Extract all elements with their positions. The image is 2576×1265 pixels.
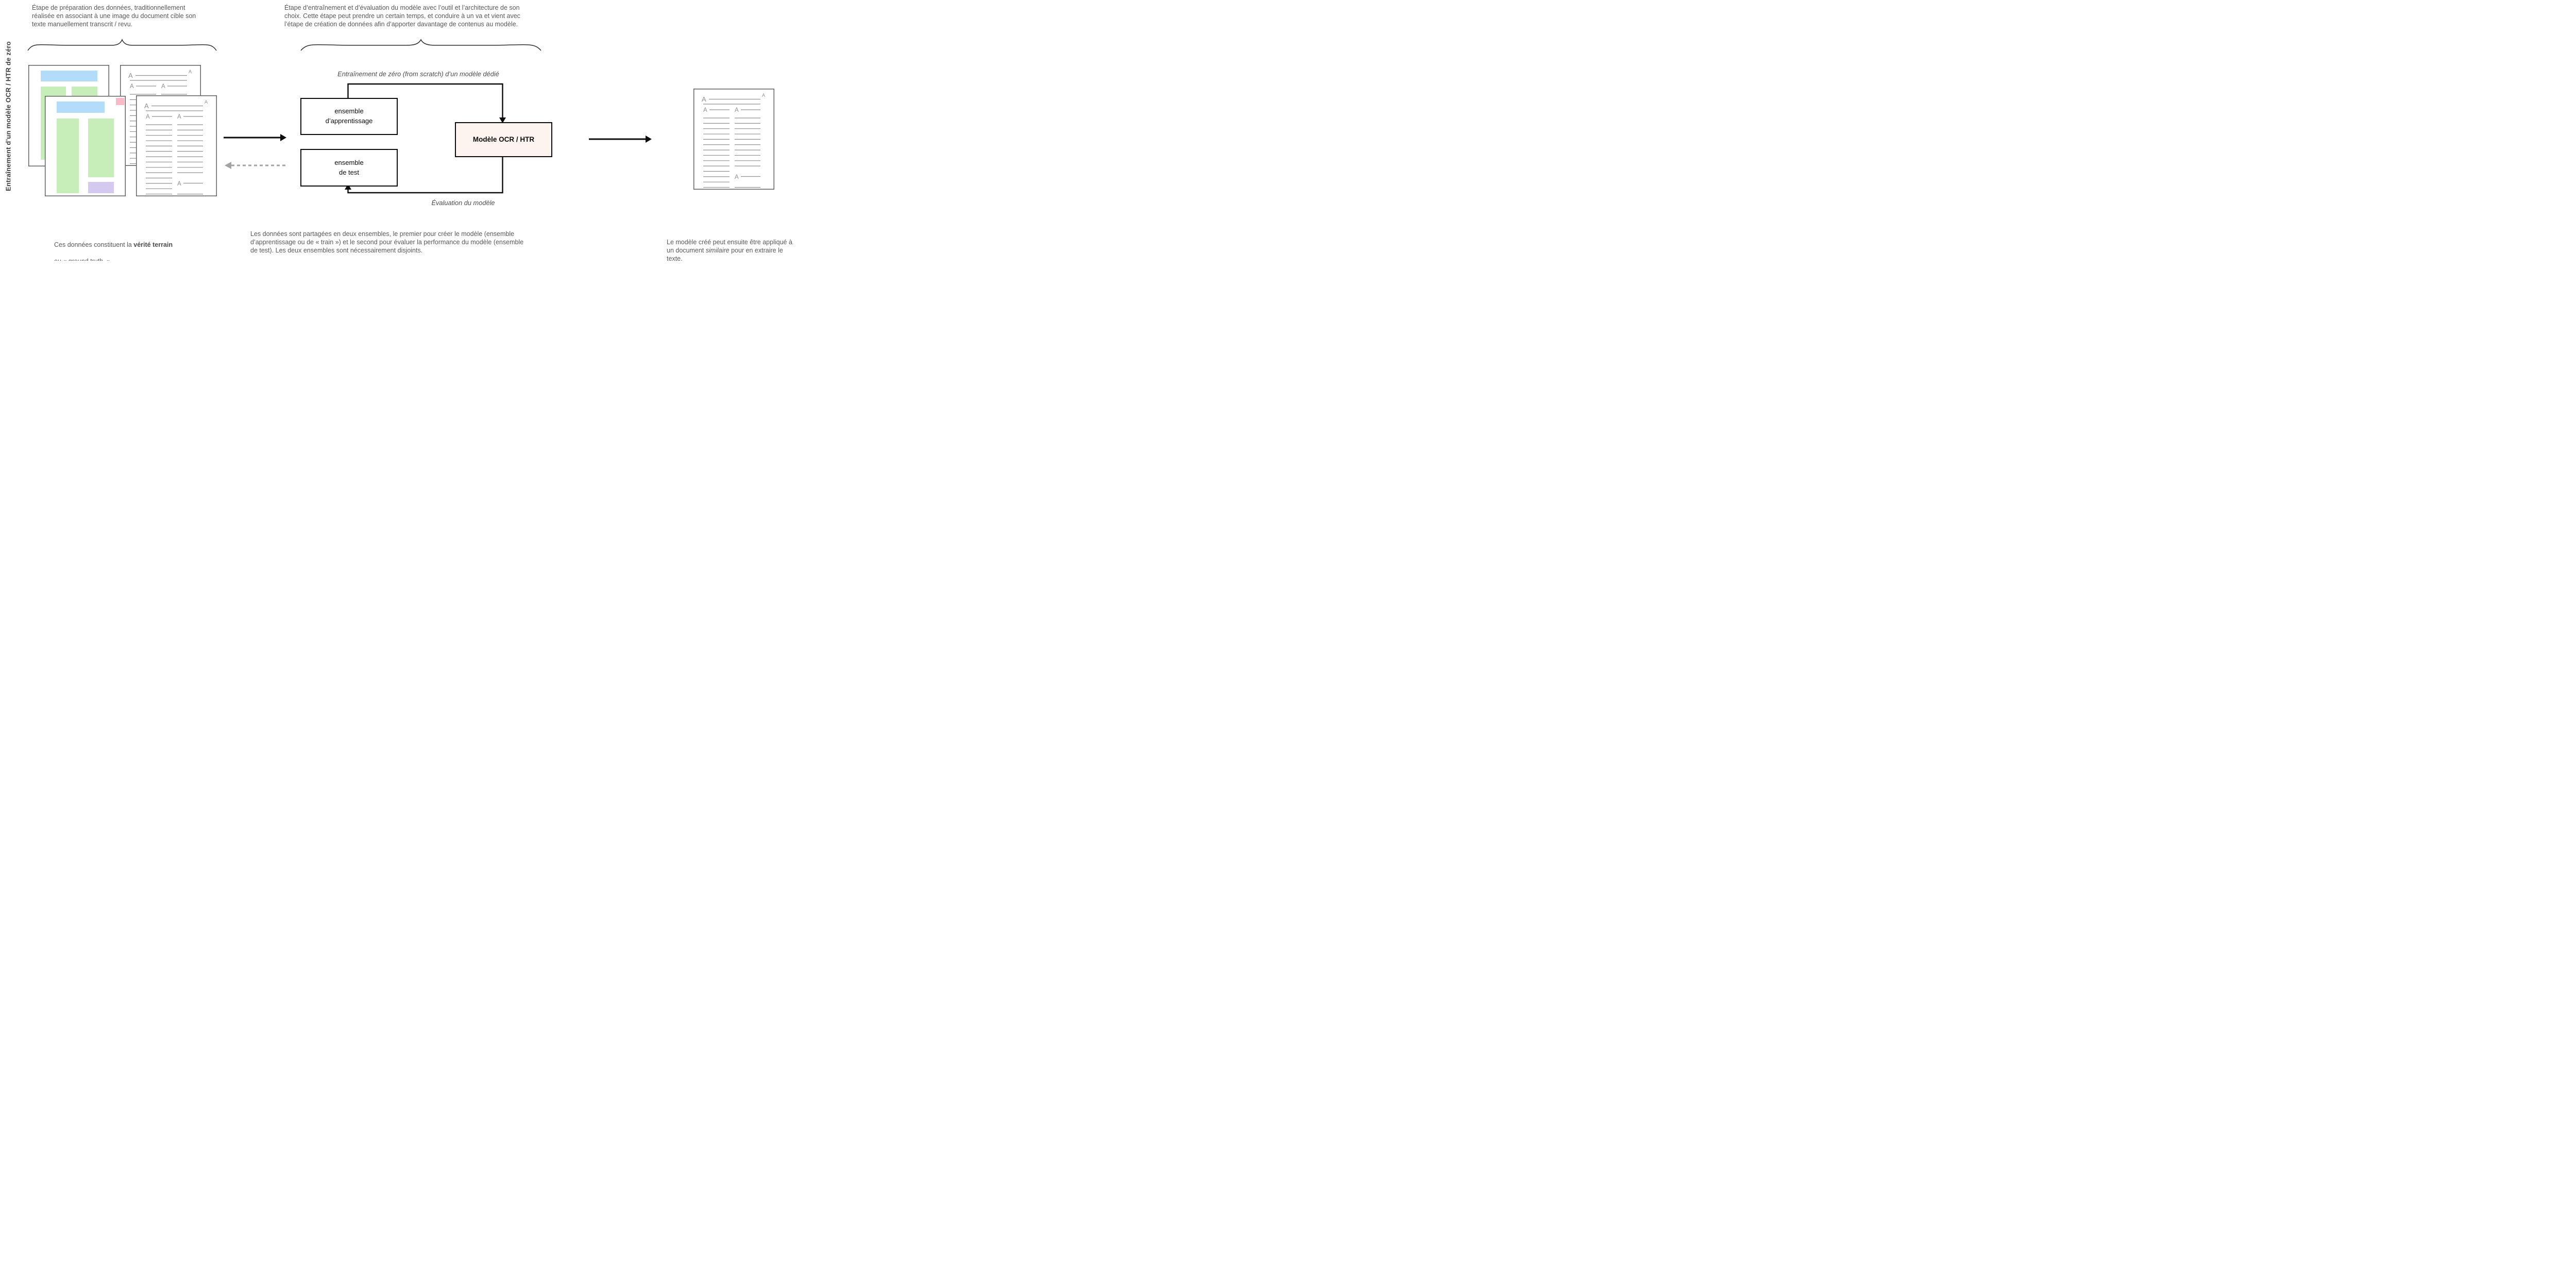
svg-text:A: A xyxy=(128,72,133,79)
svg-text:A: A xyxy=(735,107,739,113)
annotation-ground-truth: Ces données constituent la vérité terrai… xyxy=(54,232,204,261)
svg-text:A: A xyxy=(130,83,134,90)
svg-text:A: A xyxy=(161,83,165,90)
svg-text:A: A xyxy=(205,99,208,105)
train-loop-label: Entraînement de zéro (from scratch) d’un… xyxy=(337,70,499,78)
model-box: Modèle OCR / HTR xyxy=(455,122,552,157)
svg-text:A: A xyxy=(735,174,739,180)
svg-text:A: A xyxy=(702,95,706,103)
document-thumbnail-layout-front-icon xyxy=(45,96,126,196)
svg-text:A: A xyxy=(144,102,149,110)
arrow-right-head-icon xyxy=(280,134,286,141)
arrow-right-head-icon xyxy=(646,136,652,143)
annotation-training-step: Étape d’entraînement et d’évaluation du … xyxy=(284,4,520,28)
svg-text:A: A xyxy=(189,69,192,74)
ground-truth-pre: Ces données constituent la xyxy=(54,241,134,248)
model-box-label: Modèle OCR / HTR xyxy=(472,136,535,144)
train-set-box: ensemble d’apprentissage xyxy=(300,98,398,135)
svg-text:A: A xyxy=(177,114,181,120)
brace-left-icon xyxy=(27,39,217,51)
annotation-data-preparation: Étape de préparation des données, tradit… xyxy=(32,4,196,28)
annotation-split-sets: Les données sont partagées en deux ensem… xyxy=(250,230,524,254)
test-set-box: ensemble de test xyxy=(300,149,398,187)
side-title: Entraînement d’un modèle OCR / HTR de zé… xyxy=(4,41,12,191)
ground-truth-line2: ou « ground truth. » xyxy=(54,258,110,261)
svg-text:A: A xyxy=(703,107,707,113)
svg-text:A: A xyxy=(762,93,765,98)
test-set-line2: de test xyxy=(338,168,360,176)
annotation-apply-model: Le modèle créé peut ensuite être appliqu… xyxy=(667,230,799,261)
test-set-line1: ensemble xyxy=(334,158,364,166)
train-set-line1: ensemble xyxy=(334,107,364,115)
arrow-left-head-icon xyxy=(225,162,231,169)
brace-middle-icon xyxy=(300,39,541,51)
apply-model-pre: Le modèle créé peut ensuite être appliqu… xyxy=(667,239,792,254)
diagram-canvas: Entraînement d’un modèle OCR / HTR de zé… xyxy=(0,0,808,261)
apply-model-post: pour en extraire le texte. xyxy=(667,247,783,261)
ground-truth-term: vérité terrain xyxy=(133,241,173,248)
svg-text:A: A xyxy=(177,181,181,187)
evaluation-label: Évaluation du modèle xyxy=(431,199,495,207)
train-set-line2: d’apprentissage xyxy=(325,117,373,125)
apply-model-similar: similaire xyxy=(705,247,730,254)
svg-text:A: A xyxy=(146,114,150,120)
